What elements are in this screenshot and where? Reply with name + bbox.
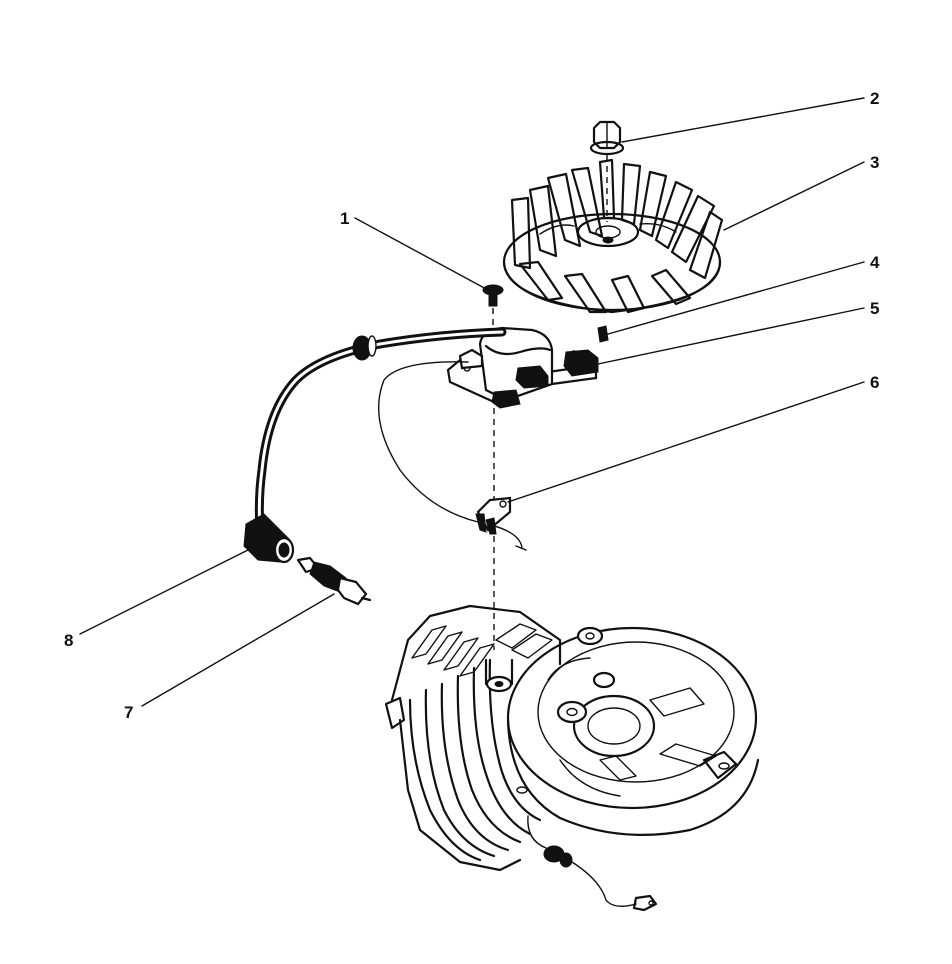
leader-line-7 xyxy=(141,593,335,707)
leader-line-4 xyxy=(607,261,865,335)
mounting-screw xyxy=(482,284,504,330)
spark-plug xyxy=(296,556,372,606)
flywheel-nut xyxy=(589,120,625,222)
ignition-module xyxy=(446,326,599,409)
leader-line-1 xyxy=(354,217,489,291)
flywheel-key xyxy=(597,325,609,343)
spark-plug-wire xyxy=(254,327,527,551)
callout-6: 6 xyxy=(870,373,879,392)
callout-8: 8 xyxy=(64,631,73,650)
callout-1: 1 xyxy=(340,209,349,228)
callout-3: 3 xyxy=(870,153,879,172)
engine-block xyxy=(384,604,760,912)
ground-bracket xyxy=(475,496,512,535)
leader-line-8 xyxy=(79,549,249,635)
callout-5: 5 xyxy=(870,299,879,318)
flywheel xyxy=(502,158,724,314)
leader-line-5 xyxy=(597,307,865,365)
leader-line-6 xyxy=(507,381,865,503)
leader-lines xyxy=(79,97,865,707)
callout-numbers: 1 2 3 4 5 6 7 8 xyxy=(64,89,880,722)
leader-line-3 xyxy=(723,161,865,231)
callout-7: 7 xyxy=(124,703,133,722)
spark-plug-boot xyxy=(243,513,295,564)
leader-line-2 xyxy=(621,97,865,143)
callout-4: 4 xyxy=(870,253,880,272)
callout-2: 2 xyxy=(870,89,879,108)
